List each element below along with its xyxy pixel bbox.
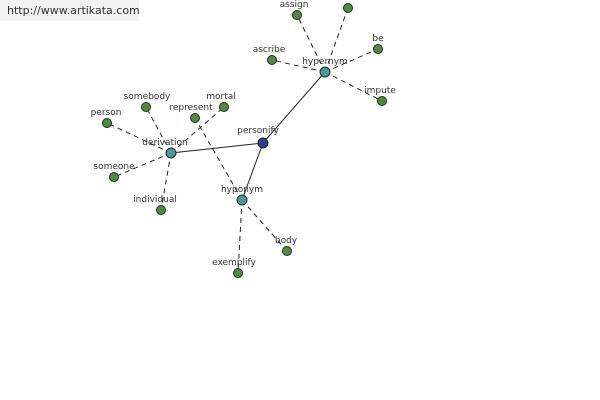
node-marker-individual[interactable]: [156, 205, 166, 215]
edge-hypernym-unlabeled: [324, 7, 349, 73]
node-label-hypernym[interactable]: hypernym: [302, 57, 348, 67]
node-label-mortal[interactable]: mortal: [206, 92, 236, 102]
node-label-individual[interactable]: individual: [133, 195, 177, 205]
edge-derivation-person: [106, 122, 172, 154]
node-impute[interactable]: impute: [364, 86, 396, 106]
node-label-derivation[interactable]: derivation: [142, 138, 188, 148]
edge-hyponym-body: [241, 199, 288, 252]
node-marker-exemplify[interactable]: [233, 268, 243, 278]
node-derivation[interactable]: derivation: [142, 138, 188, 159]
edge-hypernym-ascribe: [271, 59, 326, 73]
edge-hyponym-exemplify: [237, 199, 243, 274]
node-marker-derivation[interactable]: [165, 147, 177, 159]
graph-nodes: personify hypernym derivation hyponym assign…: [91, 0, 396, 278]
node-somebody[interactable]: somebody: [124, 92, 171, 112]
node-label-ascribe[interactable]: ascribe: [253, 45, 286, 55]
node-label-someone[interactable]: someone: [93, 162, 135, 172]
node-individual[interactable]: individual: [133, 195, 177, 215]
node-be[interactable]: be: [372, 34, 384, 54]
node-marker-assign[interactable]: [292, 10, 302, 20]
node-person[interactable]: person: [91, 108, 122, 128]
edge-derivation-mortal: [170, 106, 225, 154]
node-marker-unlabeled[interactable]: [343, 3, 353, 13]
node-label-be[interactable]: be: [372, 34, 384, 44]
edge-derivation-individual: [160, 152, 172, 211]
node-label-assign[interactable]: assign: [280, 0, 309, 10]
graph-edges: [106, 7, 383, 274]
node-label-impute[interactable]: impute: [364, 86, 396, 96]
node-label-person[interactable]: person: [91, 108, 122, 118]
node-ascribe[interactable]: ascribe: [253, 45, 286, 65]
node-marker-body[interactable]: [282, 246, 292, 256]
node-label-hyponym[interactable]: hyponym: [221, 185, 263, 195]
node-exemplify[interactable]: exemplify: [212, 258, 257, 278]
node-unlabeled[interactable]: [343, 3, 353, 13]
node-marker-ascribe[interactable]: [267, 55, 277, 65]
node-represent[interactable]: represent: [169, 103, 213, 123]
node-marker-hyponym[interactable]: [236, 194, 248, 206]
node-marker-mortal[interactable]: [219, 102, 229, 112]
node-marker-impute[interactable]: [377, 96, 387, 106]
edge-derivation-someone: [113, 152, 172, 178]
source-url-banner[interactable]: http://www.artikata.com: [0, 0, 140, 21]
node-hyponym[interactable]: hyponym: [221, 185, 263, 206]
node-assign[interactable]: assign: [280, 0, 309, 20]
edge-personify-hypernym: [262, 71, 326, 144]
edge-hypernym-impute: [324, 71, 383, 102]
edge-personify-derivation: [170, 142, 264, 154]
edge-hypernym-be: [324, 48, 379, 73]
node-marker-person[interactable]: [102, 118, 112, 128]
edge-hyponym-represent: [194, 117, 243, 201]
node-label-exemplify[interactable]: exemplify: [212, 258, 256, 268]
node-marker-be[interactable]: [373, 44, 383, 54]
node-label-body[interactable]: body: [275, 236, 298, 246]
edge-personify-hyponym: [241, 142, 264, 201]
edge-hypernym-assign: [296, 14, 326, 73]
node-marker-personify[interactable]: [257, 137, 269, 149]
node-body[interactable]: body: [275, 236, 298, 256]
node-marker-somebody[interactable]: [141, 102, 151, 112]
node-label-personify[interactable]: personify: [237, 126, 279, 136]
node-label-represent[interactable]: represent: [169, 103, 213, 113]
node-someone[interactable]: someone: [93, 162, 135, 182]
node-hypernym[interactable]: hypernym: [302, 57, 348, 78]
node-mortal[interactable]: mortal: [206, 92, 236, 112]
node-personify[interactable]: personify: [237, 126, 280, 149]
node-marker-hypernym[interactable]: [319, 66, 331, 78]
node-label-somebody[interactable]: somebody: [124, 92, 171, 102]
node-marker-represent[interactable]: [190, 113, 200, 123]
node-marker-someone[interactable]: [109, 172, 119, 182]
